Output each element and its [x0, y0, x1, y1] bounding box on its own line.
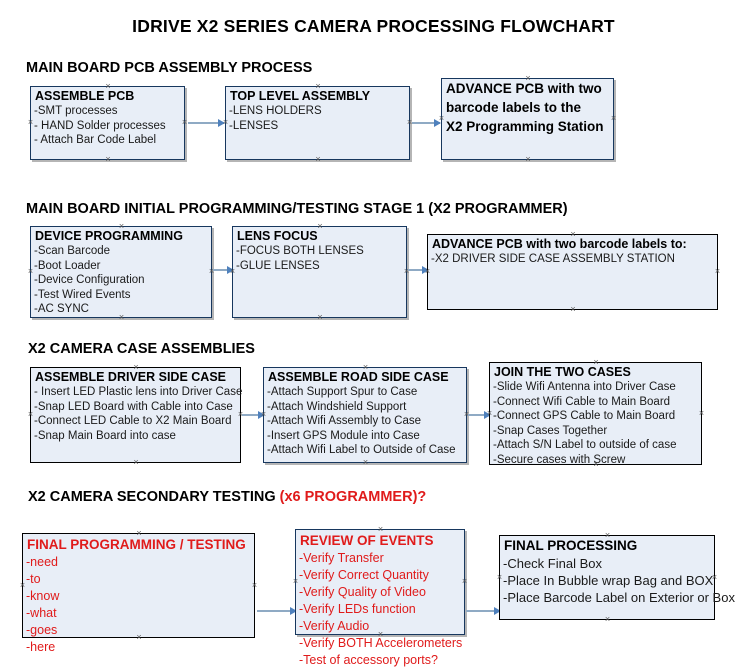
- node-line: -FOCUS BOTH LENSES: [236, 245, 364, 257]
- node-line: -Device Configuration: [34, 274, 145, 286]
- node-line: -here: [26, 640, 56, 654]
- connector-top-level-assembly-to-advance-pcb: [412, 119, 441, 127]
- node-line: -Verify Quality of Video: [299, 585, 426, 599]
- node-line: -Verify Correct Quantity: [299, 568, 429, 582]
- node-title: ADVANCE PCB with two barcode labels to:: [432, 237, 687, 251]
- node-line: -Attach Support Spur to Case: [267, 386, 418, 398]
- resize-handle-bottom[interactable]: [570, 306, 577, 313]
- resize-handle-bottom[interactable]: [362, 459, 369, 466]
- node-title: DEVICE PROGRAMMING: [35, 229, 183, 243]
- section-heading-x2-camera-secondary-testing: X2 CAMERA SECONDARY TESTING (x6 PROGRAMM…: [28, 489, 426, 505]
- node-line: -Verify BOTH Accelerometers: [299, 636, 463, 650]
- resize-handle-bottom[interactable]: [604, 616, 611, 623]
- node-line: -Snap Main Board into case: [34, 429, 176, 442]
- resize-handle-bottom[interactable]: [133, 459, 140, 466]
- node-title: TOP LEVEL ASSEMBLY: [230, 89, 371, 103]
- node-line: -Place In Bubble wrap Bag and BOX: [503, 573, 714, 588]
- connector-road-side-case-to-join-the-two-cases: [468, 411, 491, 419]
- node-title: JOIN THE TWO CASES: [494, 365, 631, 379]
- node-line: -AC SYNC: [34, 303, 89, 315]
- node-line: -LENS HOLDERS: [229, 105, 322, 117]
- node-line: -what: [26, 606, 57, 620]
- node-line: X2 Programming Station: [446, 119, 604, 134]
- node-assemble-pcb[interactable]: ASSEMBLE PCB -SMT processes - HAND Solde…: [30, 86, 185, 160]
- node-line: -to: [26, 572, 41, 586]
- node-line: -Place Barcode Label on Exterior or Box: [503, 590, 735, 605]
- section-heading-main-board-pcb-assembly: MAIN BOARD PCB ASSEMBLY PROCESS: [26, 60, 313, 76]
- node-line: -Slide Wifi Antenna into Driver Case: [493, 381, 676, 393]
- node-line: -Attach S/N Label to outside of case: [493, 439, 677, 451]
- resize-handle-right[interactable]: [714, 268, 721, 275]
- node-top-level-assembly[interactable]: TOP LEVEL ASSEMBLY -LENS HOLDERS -LENSES: [225, 86, 410, 160]
- node-line: -Check Final Box: [503, 556, 602, 571]
- node-title: FINAL PROGRAMMING / TESTING: [27, 537, 246, 552]
- node-title: ASSEMBLE DRIVER SIDE CASE: [35, 370, 227, 384]
- node-line: -Attach Windshield Support: [267, 400, 407, 413]
- node-line: -need: [26, 555, 58, 569]
- resize-handle-bottom[interactable]: [315, 156, 322, 163]
- node-final-processing[interactable]: FINAL PROCESSING -Check Final Box -Place…: [499, 535, 735, 623]
- node-lens-focus[interactable]: LENS FOCUS -FOCUS BOTH LENSES -GLUE LENS…: [232, 226, 407, 318]
- node-line: -Snap LED Board with Cable into Case: [34, 400, 233, 413]
- node-title: ASSEMBLE ROAD SIDE CASE: [268, 370, 449, 384]
- node-final-programming-testing[interactable]: FINAL PROGRAMMING / TESTING -need -to -k…: [22, 533, 255, 654]
- node-title: LENS FOCUS: [237, 229, 318, 243]
- node-line: -Verify Audio: [299, 619, 370, 633]
- node-line: -Boot Loader: [34, 259, 101, 272]
- node-device-programming[interactable]: DEVICE PROGRAMMING -Scan Barcode -Boot L…: [30, 226, 212, 318]
- section-heading-main-board-initial-programming: MAIN BOARD INITIAL PROGRAMMING/TESTING S…: [26, 201, 568, 217]
- node-assemble-road-side-case[interactable]: ASSEMBLE ROAD SIDE CASE -Attach Support …: [263, 367, 467, 463]
- node-line: -GLUE LENSES: [236, 259, 320, 272]
- node-line: -Secure cases with Screw: [493, 453, 626, 466]
- node-line: -Verify Transfer: [299, 551, 384, 565]
- connector-final-programming-to-review-of-events: [257, 607, 297, 615]
- resize-handle-bottom[interactable]: [317, 314, 324, 321]
- node-assemble-driver-side-case[interactable]: ASSEMBLE DRIVER SIDE CASE - Insert LED P…: [30, 367, 243, 466]
- node-line: -Attach Wifi Label to Outside of Case: [267, 444, 456, 456]
- connector-device-programming-to-lens-focus: [213, 266, 234, 274]
- node-review-of-events[interactable]: REVIEW OF EVENTS -Verify Transfer -Verif…: [295, 529, 465, 667]
- node-line: -Insert GPS Module into Case: [267, 429, 420, 442]
- connector-review-of-events-to-final-processing: [466, 607, 501, 615]
- node-line: -know: [26, 589, 60, 603]
- node-line: -Connect LED Cable to X2 Main Board: [34, 415, 232, 427]
- page-title: IDRIVE X2 SERIES CAMERA PROCESSING FLOWC…: [132, 16, 615, 36]
- node-title: FINAL PROCESSING: [504, 538, 638, 553]
- node-line: -goes: [26, 623, 58, 637]
- section-heading-x2-camera-case-assemblies: X2 CAMERA CASE ASSEMBLIES: [28, 341, 255, 357]
- connector-assemble-pcb-to-top-level-assembly: [188, 119, 225, 127]
- node-line: -Verify LEDs function: [299, 602, 416, 616]
- node-line: barcode labels to the: [446, 100, 582, 115]
- connector-lens-focus-to-advance-pcb: [408, 266, 429, 274]
- section-heading-accent: (x6 PROGRAMMER)?: [279, 489, 427, 505]
- node-line-overflow: -Test of accessory ports?: [299, 653, 438, 667]
- node-advance-pcb-programming-station[interactable]: ADVANCE PCB with two barcode labels to t…: [441, 78, 614, 160]
- node-title: ADVANCE PCB with two: [446, 81, 602, 96]
- node-line: -Snap Cases Together: [493, 424, 608, 437]
- resize-handle-bottom[interactable]: [525, 156, 532, 163]
- node-line: -X2 DRIVER SIDE CASE ASSEMBLY STATION: [431, 253, 675, 265]
- node-line: -Test Wired Events: [34, 288, 131, 301]
- node-line: -Attach Wifi Assembly to Case: [267, 415, 422, 427]
- node-join-the-two-cases[interactable]: JOIN THE TWO CASES -Slide Wifi Antenna i…: [489, 362, 702, 466]
- node-line: -Scan Barcode: [34, 245, 111, 257]
- node-line: -Connect GPS Cable to Main Board: [493, 410, 676, 422]
- node-line: -LENSES: [229, 119, 279, 132]
- node-line: - HAND Solder processes: [34, 119, 166, 132]
- resize-handle-bottom[interactable]: [105, 156, 112, 163]
- connector-driver-side-case-to-road-side-case: [242, 411, 265, 419]
- node-line: - Attach Bar Code Label: [34, 134, 157, 146]
- node-line: - Insert LED Plastic lens into Driver Ca…: [34, 386, 243, 398]
- node-line: -SMT processes: [34, 105, 118, 117]
- node-line: -Connect Wifi Cable to Main Board: [493, 395, 671, 408]
- node-advance-pcb-driver-side-station[interactable]: ADVANCE PCB with two barcode labels to: …: [427, 234, 718, 310]
- node-title: REVIEW OF EVENTS: [300, 533, 434, 548]
- node-title: ASSEMBLE PCB: [35, 89, 135, 103]
- section-heading-text: X2 CAMERA SECONDARY TESTING: [28, 489, 280, 505]
